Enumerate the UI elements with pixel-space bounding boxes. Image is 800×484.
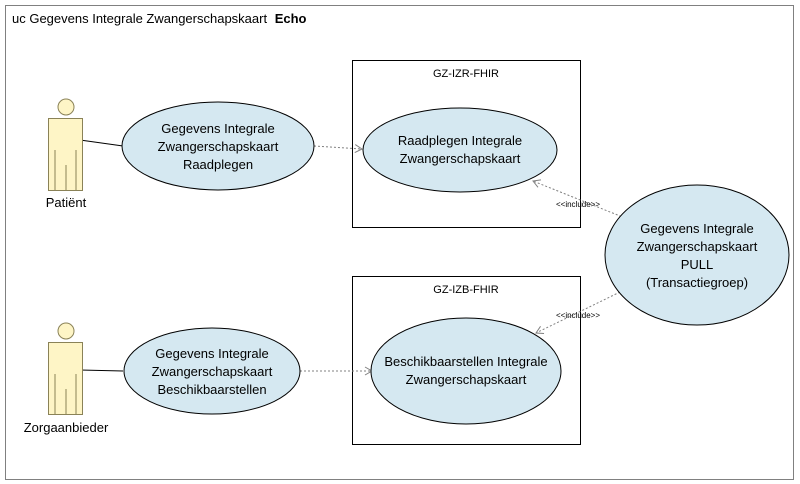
include-label-izb: <<include>> bbox=[556, 311, 600, 320]
usecase-izr-line-2: Zwangerschapskaart bbox=[400, 151, 521, 166]
actor-zorgaanbieder-head bbox=[57, 322, 75, 340]
dependency-raadplegen bbox=[313, 144, 364, 154]
actor-patient: Patiënt bbox=[46, 98, 87, 210]
actor-patient-label: Patiënt bbox=[46, 195, 87, 210]
usecase-izb-line-1: Beschikbaarstellen Integrale bbox=[384, 354, 547, 369]
usecase-beschikbaarstellen-line-3: Beschikbaarstellen bbox=[157, 382, 266, 397]
usecase-pull-line-4: (Transactiegroep) bbox=[646, 275, 748, 290]
usecase-raadplegen-line-2: Zwangerschapskaart bbox=[158, 139, 279, 154]
usecase-raadplegen-line-3: Raadplegen bbox=[183, 157, 253, 172]
diagram-title-bold: Echo bbox=[275, 11, 307, 26]
include-line-izb bbox=[535, 291, 621, 335]
usecase-izb[interactable]: Beschikbaarstellen Integrale Zwangerscha… bbox=[370, 317, 562, 425]
boundary-label-gz-izr-fhir: GZ-IZR-FHIR bbox=[433, 68, 499, 80]
usecase-pull-line-2: Zwangerschapskaart bbox=[637, 239, 758, 254]
usecase-beschikbaarstellen-line-1: Gegevens Integrale bbox=[155, 346, 268, 361]
usecase-beschikbaarstellen-line-2: Zwangerschapskaart bbox=[152, 364, 273, 379]
actor-zorgaanbieder: Zorgaanbieder bbox=[24, 322, 109, 435]
diagram-title-prefix: uc Gegevens Integrale Zwangerschapskaart bbox=[12, 11, 267, 26]
usecase-pull[interactable]: Gegevens Integrale Zwangerschapskaart PU… bbox=[604, 184, 790, 326]
diagram-title: uc Gegevens Integrale Zwangerschapskaart… bbox=[12, 11, 307, 26]
association-patient bbox=[79, 139, 124, 147]
usecase-raadplegen-line-1: Gegevens Integrale bbox=[161, 121, 274, 136]
actor-patient-head bbox=[57, 98, 75, 116]
usecase-pull-line-1: Gegevens Integrale bbox=[640, 221, 753, 236]
include-line-izr bbox=[532, 179, 626, 219]
usecase-izr-line-1: Raadplegen Integrale bbox=[398, 133, 522, 148]
usecase-pull-line-3: PULL bbox=[681, 257, 714, 272]
boundary-label-gz-izb-fhir: GZ-IZB-FHIR bbox=[433, 284, 498, 296]
include-label-izr: <<include>> bbox=[556, 200, 600, 209]
actor-zorgaanbieder-label: Zorgaanbieder bbox=[24, 420, 109, 435]
usecase-izr[interactable]: Raadplegen Integrale Zwangerschapskaart bbox=[362, 107, 558, 193]
usecase-izb-line-2: Zwangerschapskaart bbox=[406, 372, 527, 387]
usecase-beschikbaarstellen[interactable]: Gegevens Integrale Zwangerschapskaart Be… bbox=[123, 327, 301, 415]
association-zorgaanbieder bbox=[79, 369, 124, 372]
usecase-raadplegen[interactable]: Gegevens Integrale Zwangerschapskaart Ra… bbox=[121, 101, 315, 191]
